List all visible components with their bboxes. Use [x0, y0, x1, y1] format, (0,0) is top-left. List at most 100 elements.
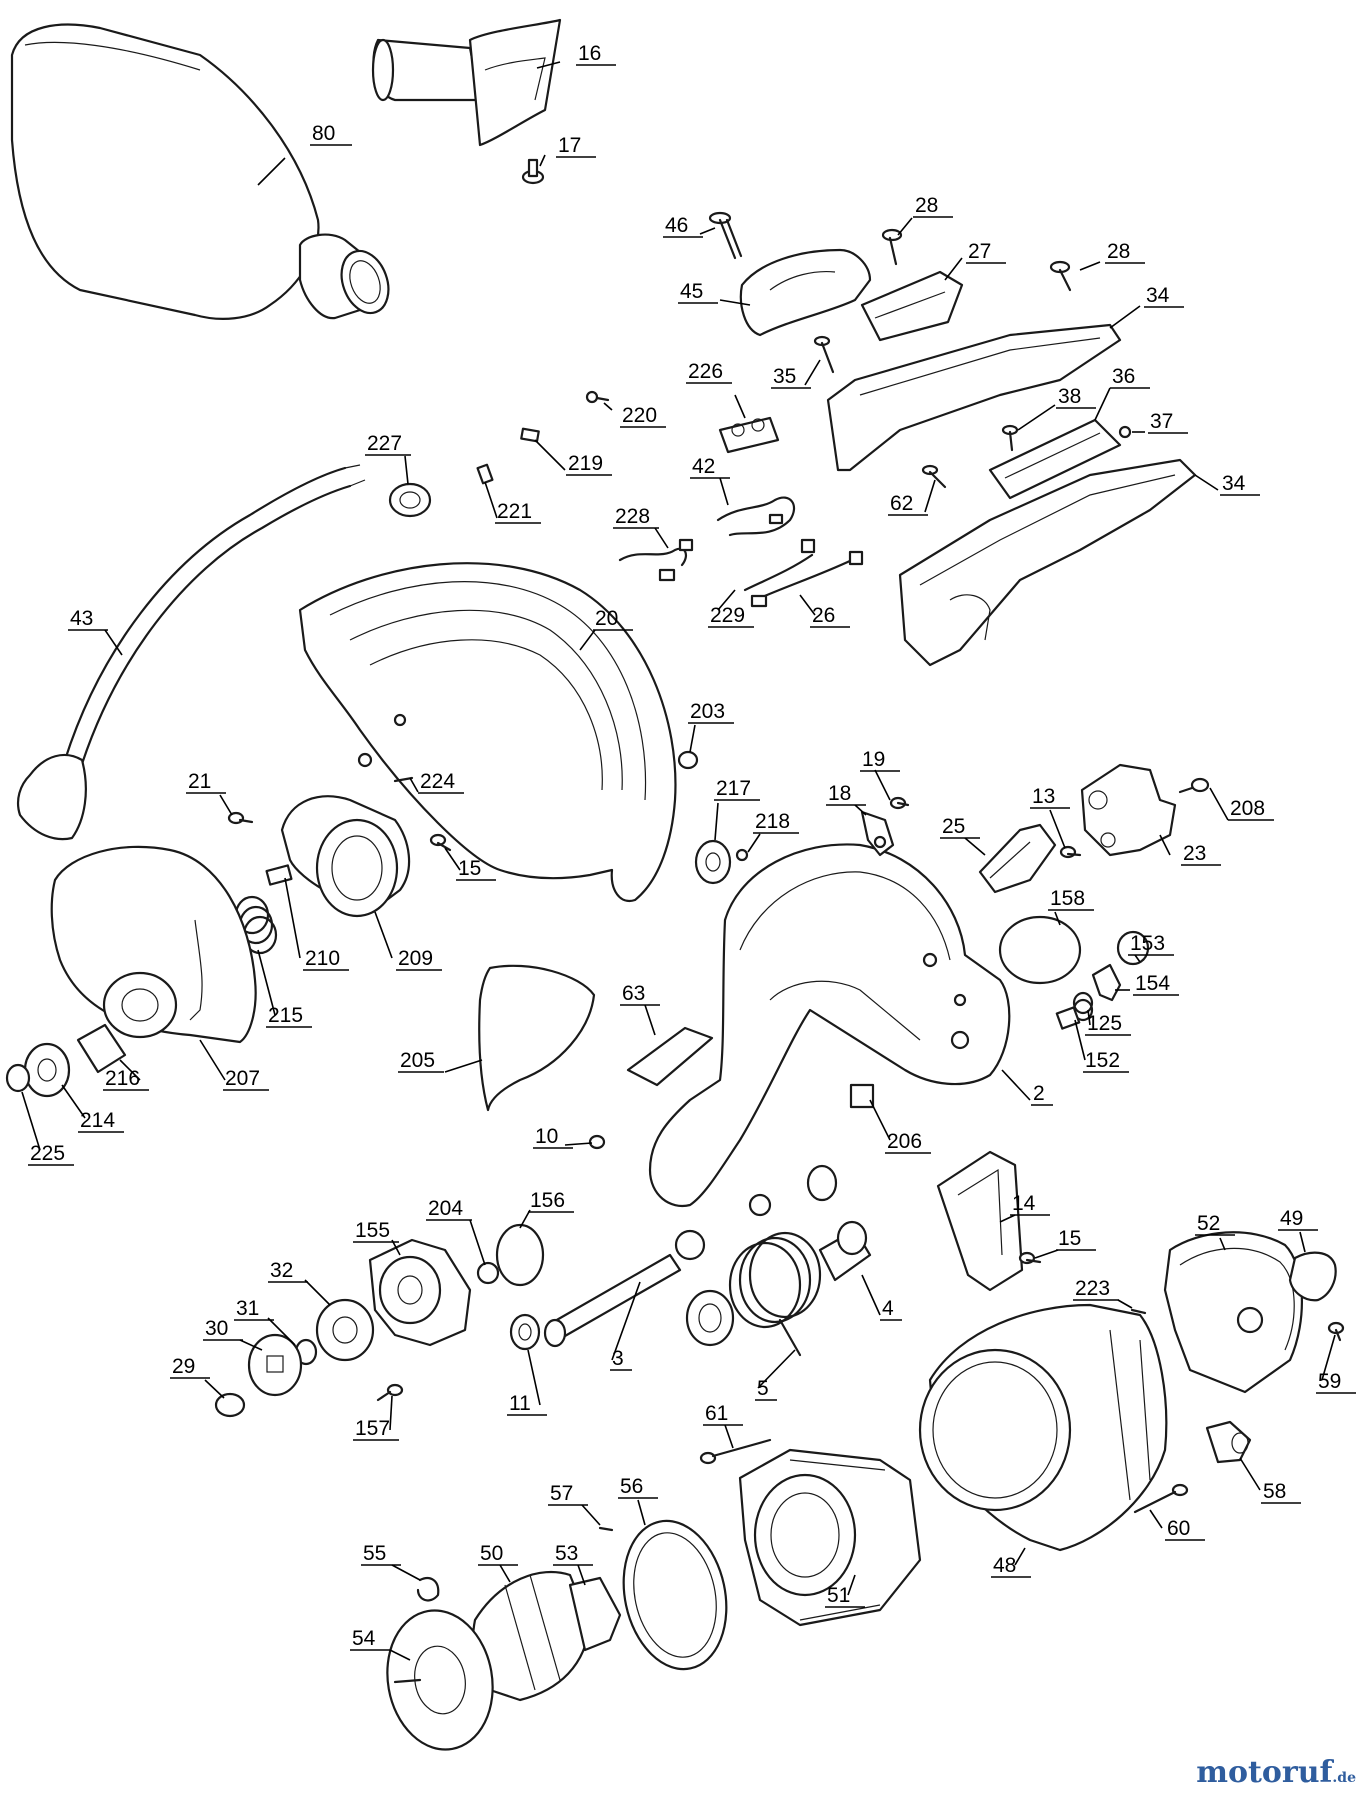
callout-leader: [1109, 305, 1141, 329]
callout-number: 219: [568, 452, 603, 475]
callout-leader: [564, 1142, 593, 1146]
part-203-bushing: [677, 750, 699, 770]
callout-80: 80: [257, 122, 352, 186]
callout-62: 62: [888, 479, 936, 516]
callout-number: 18: [828, 782, 851, 805]
callout-13: 13: [1030, 785, 1070, 849]
part-224-screw: [393, 776, 414, 783]
callout-number: 153: [1130, 932, 1165, 955]
callout-number: 217: [716, 777, 751, 800]
callout-leader: [389, 1395, 393, 1431]
callout-number: 34: [1146, 284, 1170, 307]
callout-number: 209: [398, 947, 433, 970]
callout-21: 21: [186, 770, 233, 816]
callout-156: 156: [519, 1189, 574, 1229]
callout-leader: [1049, 809, 1066, 849]
part-56-brush-ring: [622, 1519, 728, 1671]
part-15-screw-b: [1018, 1251, 1042, 1265]
callout-leader: [644, 1004, 656, 1036]
callout-number: 80: [312, 122, 335, 145]
part-17-screw: [521, 158, 545, 185]
callout-leader: [239, 1339, 263, 1351]
callout-number: 214: [80, 1109, 115, 1132]
watermark-tld: .de: [1332, 1770, 1356, 1786]
callout-number: 31: [236, 1297, 259, 1320]
callout-leader: [257, 949, 276, 1016]
callout-214: 214: [61, 1084, 124, 1133]
callout-leader: [714, 802, 719, 841]
callout-leader: [1134, 954, 1141, 963]
callout-number: 13: [1032, 785, 1055, 808]
callout-leader: [267, 1317, 296, 1346]
callout-number: 207: [225, 1067, 260, 1090]
callout-number: 61: [705, 1402, 728, 1425]
callout-leader: [757, 1349, 796, 1389]
part-48-motor-housing: [918, 1303, 1168, 1552]
callout-number: 203: [690, 700, 725, 723]
part-35-screw: [813, 335, 835, 374]
callout-205: 205: [398, 1049, 483, 1073]
callout-number: 36: [1112, 365, 1135, 388]
part-4-bushing: [818, 1220, 872, 1282]
callout-leader: [1087, 1009, 1091, 1026]
callout-number: 29: [172, 1355, 195, 1378]
part-205-label: [478, 964, 596, 1112]
callout-51: 51: [825, 1574, 865, 1608]
callout-number: 28: [1107, 240, 1130, 263]
callout-54: 54: [350, 1627, 411, 1661]
part-219-connector: [520, 427, 540, 443]
callout-leader: [1054, 911, 1061, 926]
part-49-cap: [1288, 1251, 1337, 1302]
callout-number: 42: [692, 455, 715, 478]
callout-34a: 34: [1109, 284, 1184, 329]
callout-20: 20: [579, 607, 633, 651]
part-54-fan: [386, 1609, 494, 1751]
callout-number: 16: [578, 42, 601, 65]
callout-number: 38: [1058, 385, 1081, 408]
callout-leader: [869, 1099, 891, 1141]
part-3-shaft: [543, 1253, 682, 1348]
callout-53: 53: [553, 1542, 593, 1586]
callout-leader: [1239, 1457, 1261, 1491]
callout-leader: [304, 1279, 331, 1306]
callout-56: 56: [618, 1475, 658, 1526]
callout-number: 45: [680, 280, 703, 303]
callout-leader: [21, 1091, 41, 1151]
callout-number: 157: [355, 1417, 390, 1440]
callout-219: 219: [534, 439, 612, 476]
part-58-brush-cap: [1205, 1420, 1252, 1464]
part-34-handle-top: [826, 323, 1122, 472]
part-59-screw: [1327, 1321, 1345, 1342]
callout-leader: [1219, 1237, 1226, 1251]
callout-30: 30: [203, 1317, 263, 1351]
part-61-screw: [699, 1438, 772, 1465]
callout-number: 37: [1150, 410, 1173, 433]
callout-215: 215: [257, 949, 312, 1028]
callout-number: 51: [827, 1584, 850, 1607]
callout-number: 205: [400, 1049, 435, 1072]
part-207-lower-guard: [50, 845, 257, 1044]
callout-leader: [61, 1084, 86, 1119]
callout-leader: [404, 455, 409, 485]
callout-29: 29: [170, 1355, 225, 1399]
part-208-screw: [1178, 777, 1210, 794]
callout-125: 125: [1085, 1009, 1131, 1036]
callout-11: 11: [507, 1349, 547, 1416]
callout-leader: [637, 1499, 646, 1526]
callout-leader: [861, 1274, 881, 1316]
callout-number: 218: [755, 810, 790, 833]
part-226-terminal-block: [718, 416, 780, 454]
callout-number: 14: [1012, 1192, 1036, 1215]
part-227-strain-relief: [388, 482, 432, 518]
callout-number: 58: [1263, 1480, 1286, 1503]
callout-leader: [1094, 387, 1111, 421]
part-43-power-cord: [16, 464, 366, 841]
part-63-label: [626, 1026, 714, 1087]
callout-number: 2: [1033, 1082, 1045, 1105]
callout-leader: [284, 877, 301, 959]
callout-number: 56: [620, 1475, 643, 1498]
callout-157: 157: [353, 1395, 399, 1441]
callout-leader: [611, 1281, 641, 1361]
